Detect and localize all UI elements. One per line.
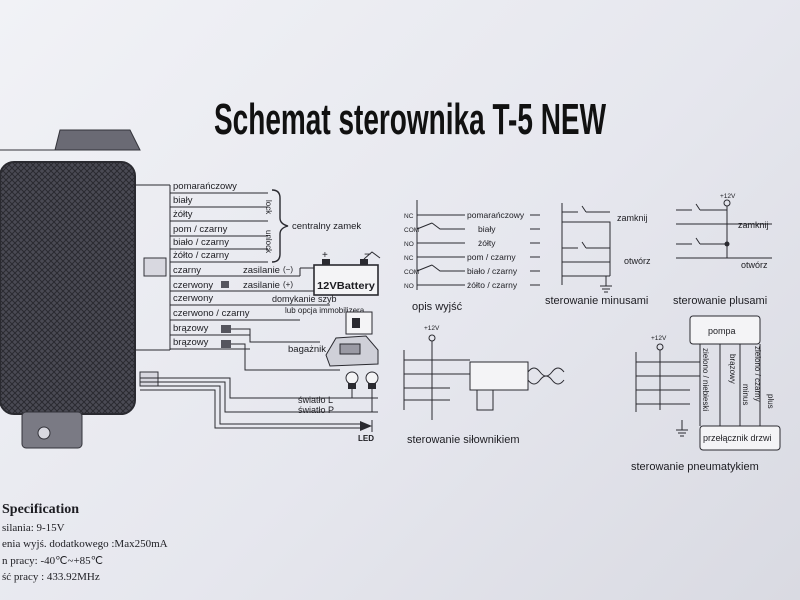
spec-line: enia wyjś. dodatkowego :Max250mA	[2, 538, 168, 550]
minus-control-caption: sterowanie minusami	[545, 295, 648, 307]
door-switch-label: przełącznik drzwi	[703, 433, 772, 443]
output-wire-label: żółty	[478, 238, 496, 248]
outputs-description: NC COM NO NC COM NO pomarańczowy biały ż…	[404, 200, 540, 313]
diode-icon	[221, 325, 231, 333]
wire-label: żółto / czarny	[173, 250, 229, 261]
minus-control: zamknij otwórz sterowanie minusami	[545, 203, 651, 307]
spec-line: silania: 9-15V	[2, 522, 65, 534]
terminal-label: NO	[404, 283, 414, 290]
power-section: czarny zasilanie (−) czerwony zasilanie …	[173, 247, 381, 296]
supply-label: +12V	[424, 325, 440, 332]
terminal-label: COM	[404, 269, 419, 276]
pump-box	[689, 315, 761, 345]
actuator-body	[469, 361, 529, 391]
specification: Specification silania: 9-15V enia wyjś. …	[2, 502, 168, 583]
pneumatic-wire-label: plus	[766, 394, 775, 409]
output-wire-label: biały	[478, 224, 496, 234]
terminal-label: COM	[404, 227, 419, 234]
relay-switch	[416, 214, 433, 286]
pneumatic-control: pompa przełącznik drzwi +12V zielono / n…	[631, 315, 781, 473]
wire-label: pom / czarny	[173, 224, 228, 235]
supply-label: +12V	[720, 193, 736, 200]
led-label: LED	[358, 434, 374, 443]
output-wire-label: biało / czarny	[467, 266, 518, 276]
light-left-label: światło L	[298, 395, 333, 405]
central-lock-group: lock unlock centralny zamek	[264, 189, 361, 263]
terminal-label: NC	[404, 213, 414, 220]
battery-label: 12VBattery	[317, 281, 375, 292]
supply-label: +12V	[651, 335, 667, 342]
wire-label: czerwono / czarny	[173, 308, 250, 319]
bulb-icon	[365, 371, 379, 389]
pneumatic-wire-label: zielono / czarny	[753, 346, 762, 402]
output-wire-label: żółto / czarny	[467, 280, 518, 290]
lock-output-label: zamknij	[617, 213, 648, 223]
control-module	[0, 129, 167, 449]
wire-label: brązowy	[173, 337, 209, 348]
terminal-label: NO	[404, 241, 414, 248]
pump-label: pompa	[708, 326, 736, 336]
wire-label: biały	[173, 195, 193, 206]
extra-wires: czerwono / czarny brązowy brązowy bagażn…	[173, 308, 379, 371]
windows-section: czerwony domykanie szyb lub opcja immobi…	[173, 293, 373, 335]
battery-icon: + − 12VBattery	[313, 247, 379, 296]
wire-label: pomarańczowy	[173, 181, 237, 192]
trunk-label: bagażnik	[288, 344, 326, 355]
power-label: zasilanie	[243, 280, 280, 291]
outputs-caption: opis wyjść	[412, 301, 463, 313]
lock-label: lock	[264, 200, 273, 215]
actuator-caption: sterowanie siłownikiem	[407, 434, 520, 446]
wire-label: czarny	[173, 265, 201, 276]
bulb-icon	[345, 371, 359, 389]
power-label: zasilanie	[243, 265, 280, 276]
spec-line: ść pracy : 433.92MHz	[2, 571, 100, 583]
output-wire-label: pomarańczowy	[467, 210, 525, 220]
battery-minus-label: −	[364, 247, 371, 261]
minus-label: (−)	[283, 265, 293, 274]
harness	[135, 184, 330, 351]
actuator-control: +12V sterowanie siłownikiem	[403, 325, 565, 446]
wire-label: czerwony	[173, 280, 213, 291]
wire-label: biało / czarny	[173, 237, 229, 248]
pneumatic-caption: sterowanie pneumatykiem	[631, 461, 759, 473]
output-wire-label: pom / czarny	[467, 252, 516, 262]
wire-label: brązowy	[173, 323, 209, 334]
wire-label: żółty	[173, 209, 193, 220]
plus-control: +12V zamknij otwórz sterowanie plusami	[673, 193, 772, 307]
spec-line: n pracy: -40℃~+85℃	[2, 555, 103, 567]
lights-section: światło L światło P LED	[140, 371, 379, 443]
pneumatic-wire-label: minus	[741, 384, 750, 405]
light-right-label: światło P	[298, 405, 334, 415]
unlock-output-label: otwórz	[741, 260, 768, 270]
plus-label: (+)	[283, 280, 293, 289]
spec-heading: Specification	[2, 502, 79, 517]
connector-icon	[139, 371, 159, 387]
immobilizer-label: lub opcja immobilizera	[285, 306, 365, 315]
windows-label: domykanie szyb	[272, 294, 337, 304]
lock-output-label: zamknij	[738, 220, 769, 230]
pneumatic-wire-label: zielono / niebieski	[701, 348, 710, 411]
fuse-icon	[221, 281, 229, 288]
mounting-bracket	[21, 411, 83, 449]
pneumatic-wire-label: brązowy	[728, 354, 737, 384]
car-trunk-icon	[325, 335, 379, 367]
central-lock-label: centralny zamek	[292, 221, 361, 232]
unlock-output-label: otwórz	[624, 256, 651, 266]
battery-plus-label: +	[322, 250, 328, 261]
wire-label: czerwony	[173, 293, 213, 304]
page-title: Schemat sterownika T-5 NEW	[214, 95, 606, 144]
main-wire-labels: pomarańczowy biały żółty pom / czarny bi…	[173, 181, 237, 261]
plus-control-caption: sterowanie plusami	[673, 295, 767, 307]
terminal-label: NC	[404, 255, 414, 262]
led-icon	[360, 420, 373, 432]
diode-icon	[221, 340, 231, 348]
connector-icon	[143, 257, 167, 277]
unlock-label: unlock	[264, 230, 273, 254]
